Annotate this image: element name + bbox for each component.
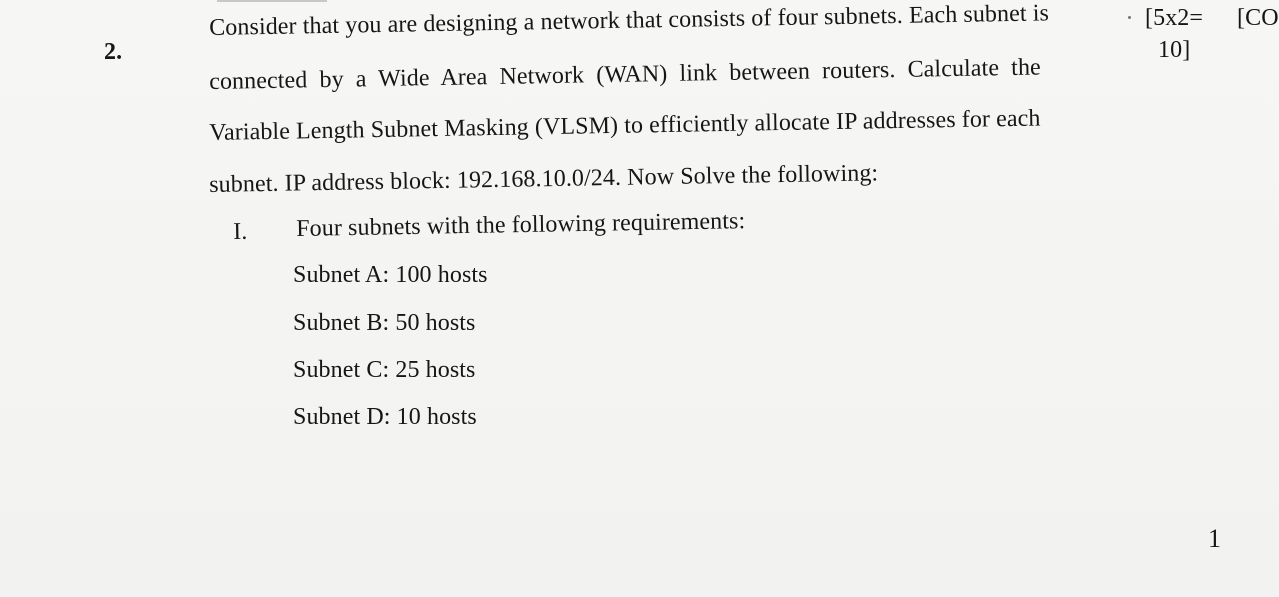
subnet-b-requirement: Subnet B: 50 hosts [293,310,476,336]
question-text-line-1: Consider that you are designing a networ… [208,0,1050,41]
marks-label-line-1: [5x2= [1145,5,1204,31]
marks-label-line-2: 10] [1158,37,1191,63]
margin-dot [1128,16,1131,19]
question-text-line-3: Variable Length Subnet Masking (VLSM) to… [208,105,1041,146]
subnet-d-requirement: Subnet D: 10 hosts [293,404,477,430]
question-text-line-4: subnet. IP address block: 192.168.10.0/2… [208,160,879,198]
question-number: 2. [104,39,123,65]
part-title: Four subnets with the following requirem… [295,208,746,242]
course-outcome-label: [CO [1237,5,1279,31]
subnet-c-requirement: Subnet C: 25 hosts [293,357,476,383]
subnet-a-requirement: Subnet A: 100 hosts [293,262,488,288]
part-numeral: I. [232,218,248,245]
page-number: 1 [1208,524,1222,553]
question-text-line-2: connected by a Wide Area Network (WAN) l… [208,54,1042,95]
top-edge-mark [217,0,327,2]
